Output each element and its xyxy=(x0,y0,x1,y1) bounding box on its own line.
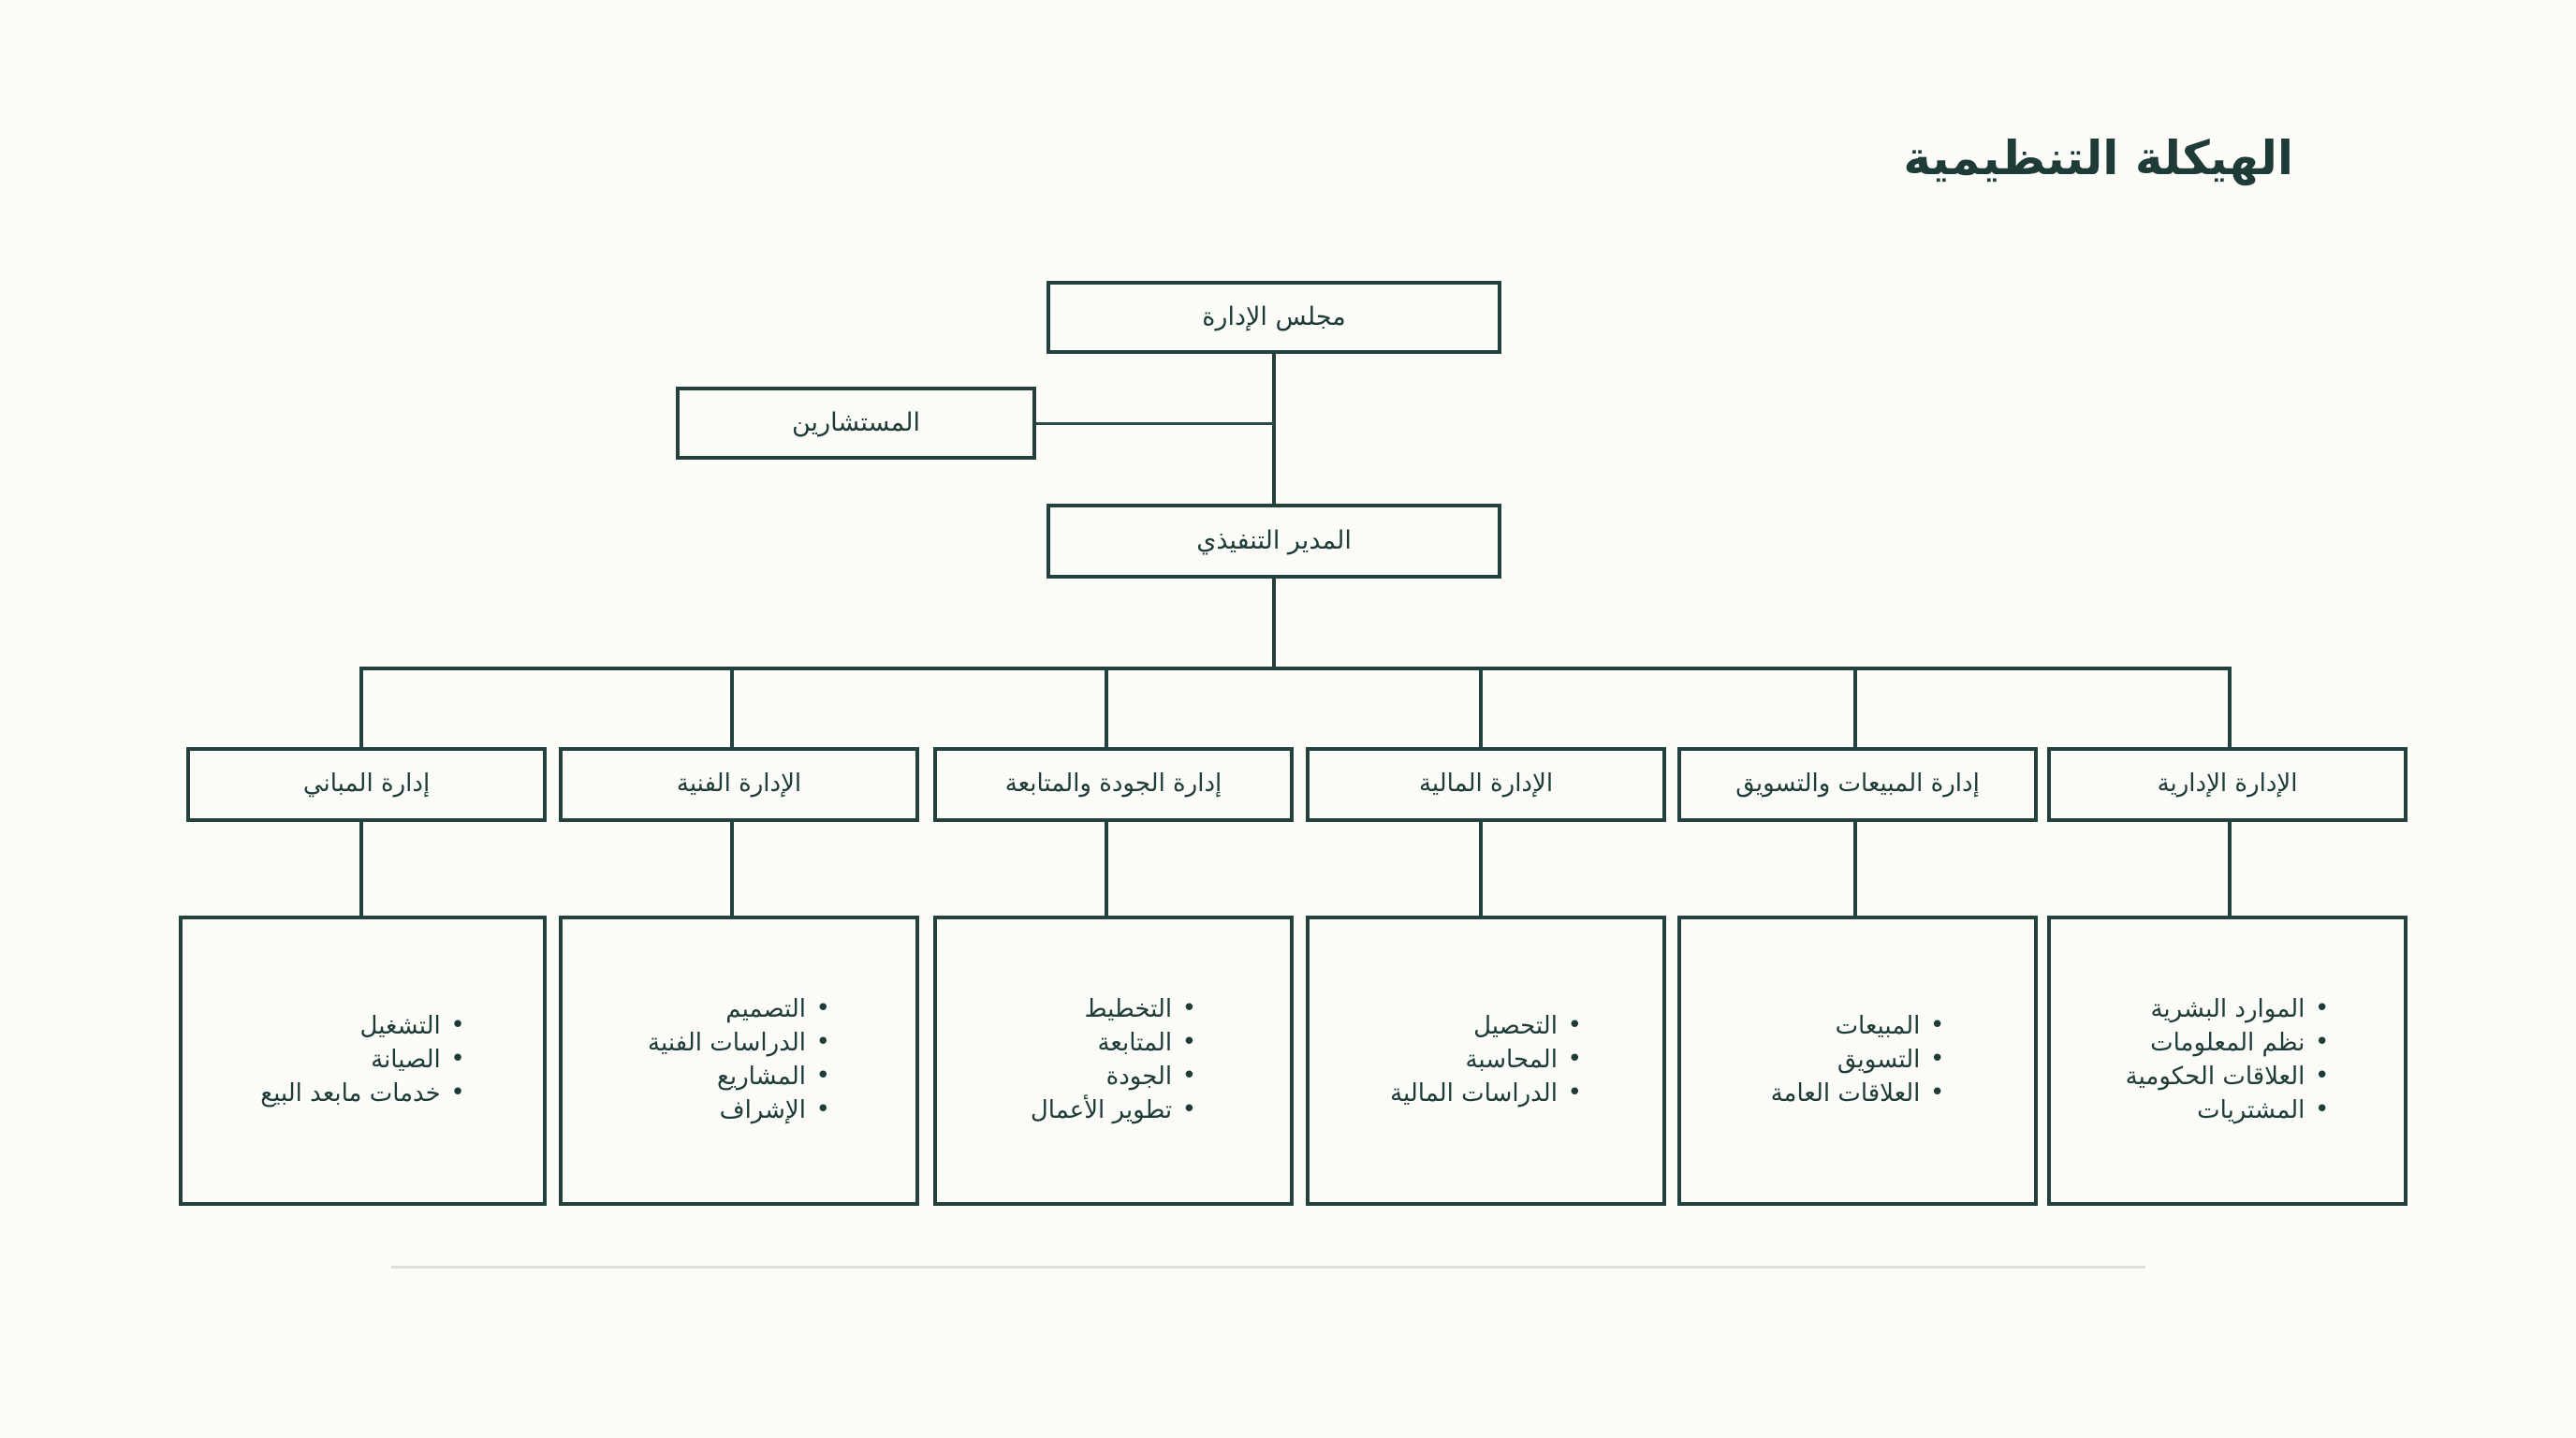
footer-divider xyxy=(391,1266,2145,1269)
node-department-quality-followup-label: إدارة الجودة والمتابعة xyxy=(1004,770,1222,799)
node-department-technical[interactable]: الإدارة الفنية xyxy=(559,747,919,822)
node-board-of-directors-label: مجلس الإدارة xyxy=(1202,301,1346,331)
list-item: الصيانة xyxy=(260,1043,465,1078)
node-advisors-label: المستشارين xyxy=(792,407,920,437)
node-department-administrative[interactable]: الإدارة الإدارية xyxy=(2047,747,2408,822)
node-department-administrative-label: الإدارة الإدارية xyxy=(2157,770,2298,799)
node-executive-director[interactable]: المدير التنفيذي xyxy=(1046,504,1501,579)
connector-dept-5-to-detail xyxy=(730,822,734,916)
node-department-buildings-label: إدارة المباني xyxy=(302,770,431,799)
list-item: المشاريع xyxy=(648,1060,830,1094)
detail-box-quality-followup: التخطيط المتابعة الجودة تطوير الأعمال xyxy=(933,916,1294,1206)
connector-drop-dept-3 xyxy=(1479,667,1483,747)
list-item: العلاقات العامة xyxy=(1771,1077,1945,1111)
list-item: المشتريات xyxy=(2126,1093,2330,1128)
detail-box-administrative: الموارد البشرية نظم المعلومات العلاقات ا… xyxy=(2047,916,2408,1206)
detail-list-sales-marketing: المبيعات التسويق العلاقات العامة xyxy=(1771,1009,1945,1111)
detail-list-finance: التحصيل المحاسبة الدراسات المالية xyxy=(1390,1009,1582,1111)
detail-list-technical: التصميم الدراسات الفنية المشاريع الإشراف xyxy=(648,992,830,1128)
detail-box-sales-marketing: المبيعات التسويق العلاقات العامة xyxy=(1677,916,2038,1206)
detail-list-administrative: الموارد البشرية نظم المعلومات العلاقات ا… xyxy=(2126,992,2330,1128)
connector-drop-dept-1 xyxy=(2228,667,2232,747)
list-item: تطوير الأعمال xyxy=(1031,1093,1197,1128)
node-board-of-directors[interactable]: مجلس الإدارة xyxy=(1046,281,1501,354)
list-item: المتابعة xyxy=(1031,1026,1196,1061)
list-item: الدراسات الفنية xyxy=(648,1026,830,1061)
node-department-buildings[interactable]: إدارة المباني xyxy=(186,747,547,822)
connector-dept-2-to-detail xyxy=(1853,822,1857,916)
node-department-quality-followup[interactable]: إدارة الجودة والمتابعة xyxy=(933,747,1294,822)
list-item: المبيعات xyxy=(1771,1009,1945,1044)
list-item: خدمات مابعد البيع xyxy=(260,1077,465,1111)
connector-dept-3-to-detail xyxy=(1479,822,1483,916)
detail-box-technical: التصميم الدراسات الفنية المشاريع الإشراف xyxy=(559,916,919,1206)
list-item: نظم المعلومات xyxy=(2126,1026,2330,1061)
connector-drop-dept-6 xyxy=(359,667,363,747)
list-item: التخطيط xyxy=(1031,992,1197,1027)
detail-box-finance: التحصيل المحاسبة الدراسات المالية xyxy=(1306,916,1666,1206)
page-title: الهيكلة التنظيمية xyxy=(1903,131,2293,185)
list-item: الجودة xyxy=(1031,1060,1197,1094)
connector-drop-dept-5 xyxy=(730,667,734,747)
connector-dept-4-to-detail xyxy=(1105,822,1108,916)
list-item: العلاقات الحكومية xyxy=(2126,1060,2330,1094)
list-item: التشغيل xyxy=(260,1009,465,1044)
detail-list-buildings: التشغيل الصيانة خدمات مابعد البيع xyxy=(260,1009,465,1111)
detail-list-quality-followup: التخطيط المتابعة الجودة تطوير الأعمال xyxy=(1031,992,1197,1128)
node-executive-director-label: المدير التنفيذي xyxy=(1196,525,1352,555)
connector-board-to-advisors xyxy=(1034,422,1274,425)
node-department-finance[interactable]: الإدارة المالية xyxy=(1306,747,1666,822)
list-item: المحاسبة xyxy=(1390,1043,1582,1078)
list-item: الموارد البشرية xyxy=(2126,992,2330,1027)
node-department-sales-marketing[interactable]: إدارة المبيعات والتسويق xyxy=(1677,747,2038,822)
connector-dept-6-to-detail xyxy=(359,822,363,916)
node-department-finance-label: الإدارة المالية xyxy=(1418,770,1554,799)
node-department-sales-marketing-label: إدارة المبيعات والتسويق xyxy=(1735,770,1980,799)
connector-drop-dept-2 xyxy=(1853,667,1857,747)
list-item: الإشراف xyxy=(648,1093,830,1128)
list-item: التصميم xyxy=(648,992,830,1027)
connector-ceo-to-bus xyxy=(1272,579,1276,670)
list-item: التسويق xyxy=(1771,1043,1945,1078)
connector-department-bus xyxy=(359,667,2232,670)
list-item: التحصيل xyxy=(1390,1009,1582,1044)
connector-board-to-ceo xyxy=(1272,354,1276,504)
connector-dept-1-to-detail xyxy=(2228,822,2232,916)
node-department-technical-label: الإدارة الفنية xyxy=(676,770,802,799)
detail-box-buildings: التشغيل الصيانة خدمات مابعد البيع xyxy=(179,916,547,1206)
connector-drop-dept-4 xyxy=(1105,667,1108,747)
node-advisors[interactable]: المستشارين xyxy=(676,387,1036,460)
list-item: الدراسات المالية xyxy=(1390,1077,1582,1111)
